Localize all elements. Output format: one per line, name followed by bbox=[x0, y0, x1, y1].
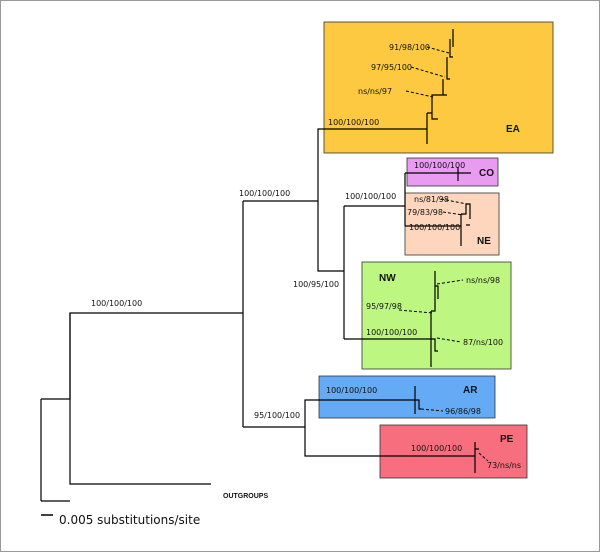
branch-root-ingroup bbox=[41, 312, 243, 400]
support-ea-clade: 100/100/100 bbox=[328, 118, 379, 127]
clade-label-ne: NE bbox=[477, 236, 491, 247]
support-ar-1: 96/86/98 bbox=[445, 407, 481, 416]
leader-pe-1 bbox=[478, 452, 489, 462]
clade-box-ne bbox=[404, 192, 500, 256]
support-pe-1: 73/ns/ns bbox=[487, 461, 521, 470]
branch-ar-inner bbox=[414, 386, 421, 414]
support-root-ingroup: 100/100/100 bbox=[91, 299, 142, 308]
leader-nw-1 bbox=[436, 279, 464, 285]
branch-upper bbox=[243, 128, 427, 272]
leader-ne-2 bbox=[442, 211, 464, 216]
clade-box-co bbox=[406, 157, 499, 187]
clade-box-ea bbox=[323, 21, 554, 154]
scale-bar-label: 0.005 substitutions/site bbox=[59, 513, 200, 527]
clade-box-ar bbox=[318, 375, 496, 419]
support-ea-1: 91/98/100 bbox=[389, 43, 430, 52]
support-ea-2: 97/95/100 bbox=[371, 63, 412, 72]
support-nw-3: 87/ns/100 bbox=[463, 338, 503, 347]
support-ne-1: ns/81/98 bbox=[414, 195, 449, 204]
clade-label-co: CO bbox=[479, 168, 494, 179]
support-ne-2: 79/83/98 bbox=[407, 208, 443, 217]
leader-ea-2 bbox=[410, 66, 446, 78]
branch-co-ne bbox=[404, 172, 461, 227]
branch-mid bbox=[343, 205, 431, 340]
leader-ne-1 bbox=[440, 198, 468, 205]
support-pe-clade: 100/100/100 bbox=[411, 444, 462, 453]
support-ar-clade: 100/100/100 bbox=[326, 386, 377, 395]
support-nw-1: ns/ns/98 bbox=[466, 276, 500, 285]
branch-pe-inner bbox=[474, 442, 479, 473]
clade-label-ar: AR bbox=[463, 385, 478, 396]
clade-box-pe bbox=[379, 424, 528, 479]
support-co-ne: 100/100/100 bbox=[345, 192, 396, 201]
leader-ar-1 bbox=[420, 408, 444, 412]
support-ar-pe: 95/100/100 bbox=[254, 411, 300, 420]
support-mid: 100/95/100 bbox=[293, 280, 339, 289]
support-nw-clade: 100/100/100 bbox=[366, 328, 417, 337]
support-upper: 100/100/100 bbox=[239, 189, 290, 198]
branch-ea-inner bbox=[426, 29, 454, 144]
leader-nw-3 bbox=[436, 337, 462, 343]
clade-label-pe: PE bbox=[500, 434, 514, 445]
branch-nw-inner bbox=[430, 271, 439, 367]
branch-co-inner bbox=[457, 167, 471, 181]
support-ne-clade: 100/100/100 bbox=[409, 223, 460, 232]
branch-outgroups bbox=[41, 313, 211, 502]
branch-ar-pe bbox=[243, 399, 475, 457]
leader-nw-2 bbox=[398, 309, 434, 314]
outgroups-label: OUTGROUPS bbox=[223, 493, 268, 500]
support-co-clade: 100/100/100 bbox=[414, 161, 465, 170]
support-nw-2: 95/97/98 bbox=[366, 302, 402, 311]
clade-label-nw: NW bbox=[379, 273, 396, 284]
support-ea-3: ns/ns/97 bbox=[358, 87, 392, 96]
clade-label-ea: EA bbox=[506, 124, 520, 135]
leader-ea-1 bbox=[426, 46, 450, 54]
